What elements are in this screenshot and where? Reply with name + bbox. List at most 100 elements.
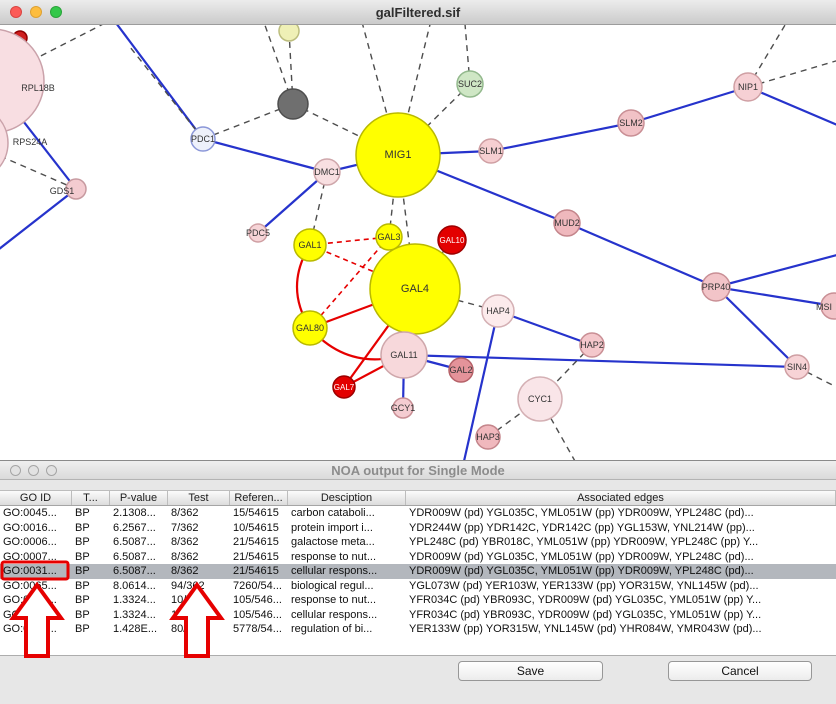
network-node-nip1[interactable] bbox=[733, 72, 763, 102]
column-header-4[interactable]: Test bbox=[168, 491, 230, 505]
table-cell: 7/362 bbox=[171, 521, 199, 534]
network-canvas[interactable]: RPL18BRPS24AGDS1PDC1MIG1SUC2SLM1SLM2NIP1… bbox=[0, 25, 836, 460]
network-edge[interactable] bbox=[202, 103, 294, 140]
network-node-rps24a[interactable] bbox=[0, 105, 9, 181]
node-label-dmc1: DMC1 bbox=[314, 167, 340, 177]
network-node-gal11[interactable] bbox=[380, 331, 428, 379]
node-label-hap4: HAP4 bbox=[486, 306, 510, 316]
network-edge[interactable] bbox=[403, 353, 798, 369]
network-node-mig1[interactable] bbox=[355, 112, 441, 198]
network-node-mud2[interactable] bbox=[553, 209, 581, 237]
network-node-gal1[interactable] bbox=[293, 228, 327, 262]
network-node-top-node[interactable] bbox=[278, 25, 300, 42]
zoom-button[interactable] bbox=[46, 465, 57, 476]
network-edge[interactable] bbox=[715, 250, 836, 289]
network-node-rpl18b[interactable] bbox=[0, 28, 45, 134]
close-button[interactable] bbox=[10, 465, 21, 476]
network-edge[interactable] bbox=[309, 236, 390, 329]
close-button[interactable] bbox=[10, 6, 22, 18]
network-edge[interactable] bbox=[463, 25, 471, 85]
network-node-gds1[interactable] bbox=[65, 178, 87, 200]
network-edge[interactable] bbox=[566, 221, 717, 289]
minimize-button[interactable] bbox=[30, 6, 42, 18]
zoom-button[interactable] bbox=[50, 6, 62, 18]
network-window-titlebar[interactable]: galFiltered.sif bbox=[0, 0, 836, 25]
network-node-gray-node[interactable] bbox=[277, 88, 309, 120]
column-header-1[interactable]: GO ID bbox=[0, 491, 72, 505]
network-edge[interactable] bbox=[202, 137, 328, 174]
table-cell: 8/362 bbox=[171, 550, 199, 563]
network-node-gal2[interactable] bbox=[448, 357, 474, 383]
column-header-3[interactable]: P-value bbox=[110, 491, 168, 505]
minimize-button[interactable] bbox=[28, 465, 39, 476]
save-button[interactable]: Save bbox=[458, 661, 603, 681]
network-edge[interactable] bbox=[715, 286, 798, 368]
network-edge[interactable] bbox=[462, 310, 500, 460]
network-edge[interactable] bbox=[397, 83, 471, 156]
noa-window-titlebar[interactable]: NOA output for Single Mode bbox=[0, 461, 836, 480]
table-cell: BP bbox=[75, 623, 90, 635]
network-edge[interactable] bbox=[0, 143, 77, 190]
network-node-hap3[interactable] bbox=[475, 424, 501, 450]
table-cell: YDR009W (pd) YGL035C, YML051W (pp) YDR00… bbox=[409, 507, 754, 519]
network-node-gal7[interactable] bbox=[332, 375, 356, 399]
table-cell: 10/362 bbox=[171, 608, 205, 621]
network-node-pdc1[interactable] bbox=[190, 126, 216, 152]
table-cell: BP bbox=[75, 565, 90, 577]
table-cell: 105/546... bbox=[233, 608, 282, 621]
network-edge[interactable] bbox=[256, 25, 294, 105]
network-edge[interactable] bbox=[292, 103, 399, 156]
column-header-7[interactable]: Associated edges bbox=[406, 491, 836, 505]
network-node-msi[interactable] bbox=[820, 292, 836, 320]
network-edge[interactable] bbox=[0, 188, 77, 260]
table-cell: 1.3324... bbox=[113, 608, 156, 621]
network-node-slm2[interactable] bbox=[617, 109, 645, 137]
network-node-prp40[interactable] bbox=[701, 272, 731, 302]
network-node-pdc5[interactable] bbox=[248, 223, 268, 243]
table-cell: GO:0031... bbox=[3, 594, 57, 606]
node-label-gal1: GAL1 bbox=[298, 240, 321, 250]
table-cell: GO:0016... bbox=[3, 521, 57, 534]
network-node-suc2[interactable] bbox=[456, 70, 484, 98]
column-header-2[interactable]: T... bbox=[72, 491, 110, 505]
table-cell: BP bbox=[75, 536, 90, 548]
node-label-slm1: SLM1 bbox=[479, 146, 503, 156]
network-edge[interactable] bbox=[630, 85, 749, 125]
table-cell: BP bbox=[75, 594, 90, 606]
network-node-hap4[interactable] bbox=[481, 294, 515, 328]
noa-window-title: NOA output for Single Mode bbox=[331, 462, 505, 478]
network-edge[interactable] bbox=[257, 171, 328, 234]
network-edge[interactable] bbox=[747, 55, 836, 88]
table-cell: YER133W (pp) YOR315W, YNL145W (pd) YHR08… bbox=[409, 623, 762, 635]
network-edge[interactable] bbox=[747, 85, 836, 133]
network-edge[interactable] bbox=[129, 46, 204, 140]
network-node-gal10[interactable] bbox=[437, 225, 467, 255]
column-header-6[interactable]: Desciption bbox=[288, 491, 406, 505]
cancel-button[interactable]: Cancel bbox=[668, 661, 812, 681]
network-node-hap2[interactable] bbox=[579, 332, 605, 358]
network-edge[interactable] bbox=[0, 25, 150, 81]
network-node-dmc1[interactable] bbox=[313, 158, 341, 186]
table-cell: 8/362 bbox=[171, 536, 199, 548]
network-edge[interactable] bbox=[490, 121, 632, 153]
network-node-sin4[interactable] bbox=[784, 354, 810, 380]
network-node-gal3[interactable] bbox=[375, 223, 403, 251]
network-node-cyc1[interactable] bbox=[517, 376, 563, 422]
network-node-gal80[interactable] bbox=[292, 310, 328, 346]
network-edge[interactable] bbox=[747, 25, 800, 88]
column-header-5[interactable]: Referen... bbox=[230, 491, 288, 505]
network-node-gcy1[interactable] bbox=[392, 397, 414, 419]
network-edge[interactable] bbox=[95, 25, 204, 140]
network-node-slm1[interactable] bbox=[478, 138, 504, 164]
network-edge[interactable] bbox=[715, 285, 835, 308]
